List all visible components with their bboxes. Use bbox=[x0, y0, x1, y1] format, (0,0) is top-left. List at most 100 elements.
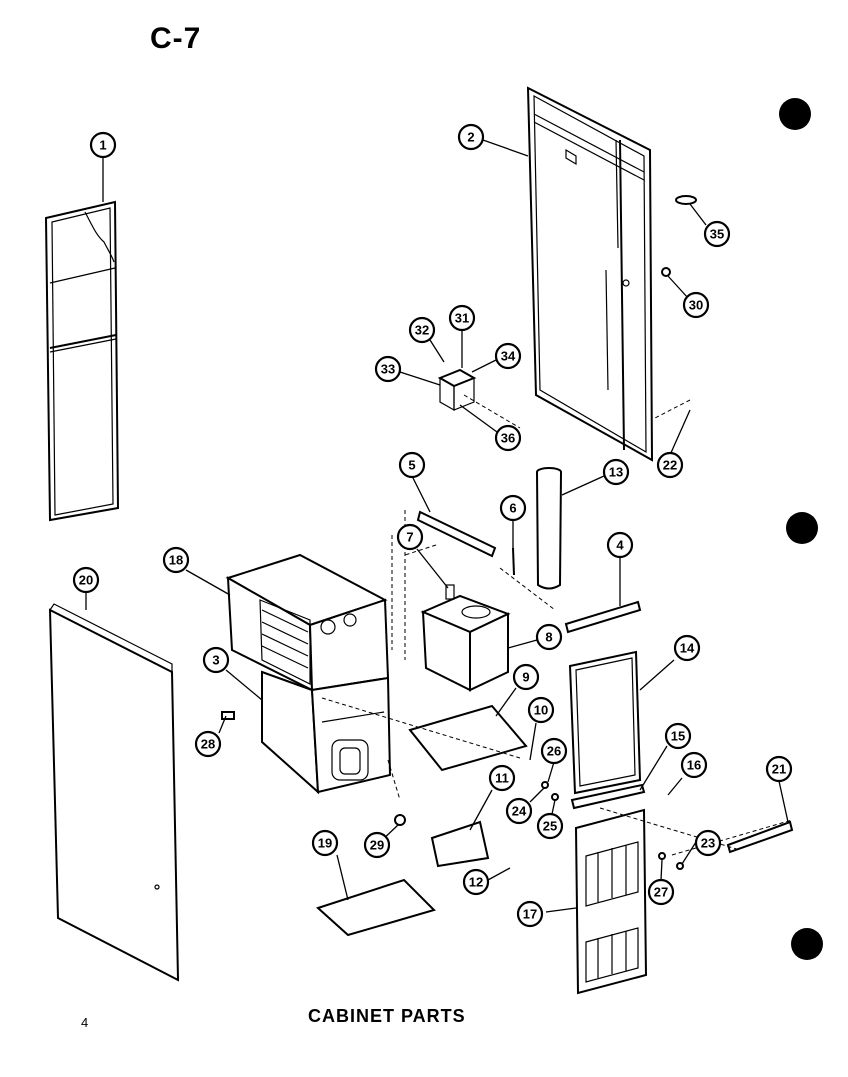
svg-text:29: 29 bbox=[370, 838, 384, 853]
part-strip-15 bbox=[570, 783, 646, 810]
part-filter-panel bbox=[568, 650, 642, 795]
callout-32: 32 bbox=[408, 316, 436, 344]
part-plug-29 bbox=[394, 814, 406, 826]
svg-text:34: 34 bbox=[501, 349, 516, 364]
part-strip-4 bbox=[564, 600, 642, 634]
callout-14: 14 bbox=[673, 634, 701, 662]
callout-24: 24 bbox=[505, 797, 533, 825]
part-upper-front-panel bbox=[44, 200, 120, 522]
part-screw-24 bbox=[541, 781, 549, 789]
svg-text:18: 18 bbox=[169, 553, 183, 568]
callout-22: 22 bbox=[656, 451, 684, 479]
callout-11: 11 bbox=[488, 764, 516, 792]
callout-3: 3 bbox=[202, 646, 230, 674]
svg-text:26: 26 bbox=[547, 744, 561, 759]
callout-12: 12 bbox=[462, 868, 490, 896]
svg-text:22: 22 bbox=[663, 458, 677, 473]
part-block-28 bbox=[221, 711, 235, 720]
callout-9: 9 bbox=[512, 663, 540, 691]
svg-text:19: 19 bbox=[318, 836, 332, 851]
svg-text:27: 27 bbox=[654, 885, 668, 900]
svg-text:21: 21 bbox=[772, 762, 786, 777]
part-control-bracket bbox=[437, 368, 477, 412]
part-washer-25 bbox=[551, 793, 559, 801]
page-title: C-7 bbox=[150, 22, 202, 55]
svg-text:1: 1 bbox=[99, 138, 106, 153]
registration-dot-bottom bbox=[791, 928, 823, 960]
part-heat-exchanger-assembly bbox=[225, 553, 392, 795]
registration-dot-middle bbox=[786, 512, 818, 544]
part-bracket-11 bbox=[430, 820, 490, 868]
svg-text:16: 16 bbox=[687, 758, 701, 773]
part-rail-21 bbox=[726, 820, 794, 854]
svg-text:31: 31 bbox=[455, 311, 469, 326]
svg-text:20: 20 bbox=[79, 573, 93, 588]
callout-16: 16 bbox=[680, 751, 708, 779]
callout-28: 28 bbox=[194, 730, 222, 758]
svg-text:3: 3 bbox=[212, 653, 219, 668]
callout-4: 4 bbox=[606, 531, 634, 559]
svg-text:28: 28 bbox=[201, 737, 215, 752]
svg-text:11: 11 bbox=[495, 771, 509, 786]
callout-25: 25 bbox=[536, 812, 564, 840]
svg-text:32: 32 bbox=[415, 323, 429, 338]
callout-33: 33 bbox=[374, 355, 402, 383]
callout-34: 34 bbox=[494, 342, 522, 370]
svg-text:36: 36 bbox=[501, 431, 515, 446]
assembly-lines bbox=[321, 394, 793, 856]
callout-15: 15 bbox=[664, 722, 692, 750]
part-rear-panel bbox=[526, 86, 654, 462]
part-side-panel bbox=[48, 603, 180, 982]
svg-text:4: 4 bbox=[616, 538, 624, 553]
svg-text:35: 35 bbox=[710, 227, 724, 242]
callout-29: 29 bbox=[363, 831, 391, 859]
svg-text:5: 5 bbox=[408, 458, 415, 473]
part-bottom-plate bbox=[316, 878, 436, 937]
callout-7: 7 bbox=[396, 523, 424, 551]
callout-5: 5 bbox=[398, 451, 426, 479]
svg-text:6: 6 bbox=[509, 501, 516, 516]
part-draft-hood bbox=[420, 584, 511, 692]
callout-17: 17 bbox=[516, 900, 544, 928]
callout-18: 18 bbox=[162, 546, 190, 574]
part-nut-30 bbox=[661, 267, 671, 277]
svg-text:2: 2 bbox=[467, 130, 474, 145]
callout-30: 30 bbox=[682, 291, 710, 319]
part-vent-pipe bbox=[536, 467, 562, 590]
part-screw-23 bbox=[676, 862, 684, 870]
callout-10: 10 bbox=[527, 696, 555, 724]
part-washer-27 bbox=[658, 852, 666, 860]
page-number: 4 bbox=[81, 1015, 89, 1030]
callout-36: 36 bbox=[494, 424, 522, 452]
callout-26: 26 bbox=[540, 737, 568, 765]
svg-text:7: 7 bbox=[406, 530, 413, 545]
svg-text:33: 33 bbox=[381, 362, 395, 377]
svg-text:10: 10 bbox=[534, 703, 548, 718]
svg-text:13: 13 bbox=[609, 465, 623, 480]
part-shelf bbox=[408, 704, 528, 772]
callout-21: 21 bbox=[765, 755, 793, 783]
callout-35: 35 bbox=[703, 220, 731, 248]
part-clip-35 bbox=[675, 195, 697, 205]
callout-2: 2 bbox=[457, 123, 485, 151]
callout-8: 8 bbox=[535, 623, 563, 651]
part-bracket bbox=[416, 510, 497, 558]
svg-text:30: 30 bbox=[689, 298, 703, 313]
svg-text:25: 25 bbox=[543, 819, 557, 834]
callout-27: 27 bbox=[647, 878, 675, 906]
callout-1: 1 bbox=[89, 131, 117, 159]
callout-6: 6 bbox=[499, 494, 527, 522]
registration-dot-top bbox=[779, 98, 811, 130]
callout-20: 20 bbox=[72, 566, 100, 594]
svg-text:15: 15 bbox=[671, 729, 685, 744]
svg-text:24: 24 bbox=[512, 804, 527, 819]
part-screw-6 bbox=[512, 547, 515, 576]
svg-text:17: 17 bbox=[523, 907, 537, 922]
svg-text:14: 14 bbox=[680, 641, 695, 656]
svg-text:9: 9 bbox=[522, 670, 529, 685]
diagram-caption: CABINET PARTS bbox=[308, 1006, 466, 1026]
svg-text:23: 23 bbox=[701, 836, 715, 851]
svg-text:8: 8 bbox=[545, 630, 552, 645]
